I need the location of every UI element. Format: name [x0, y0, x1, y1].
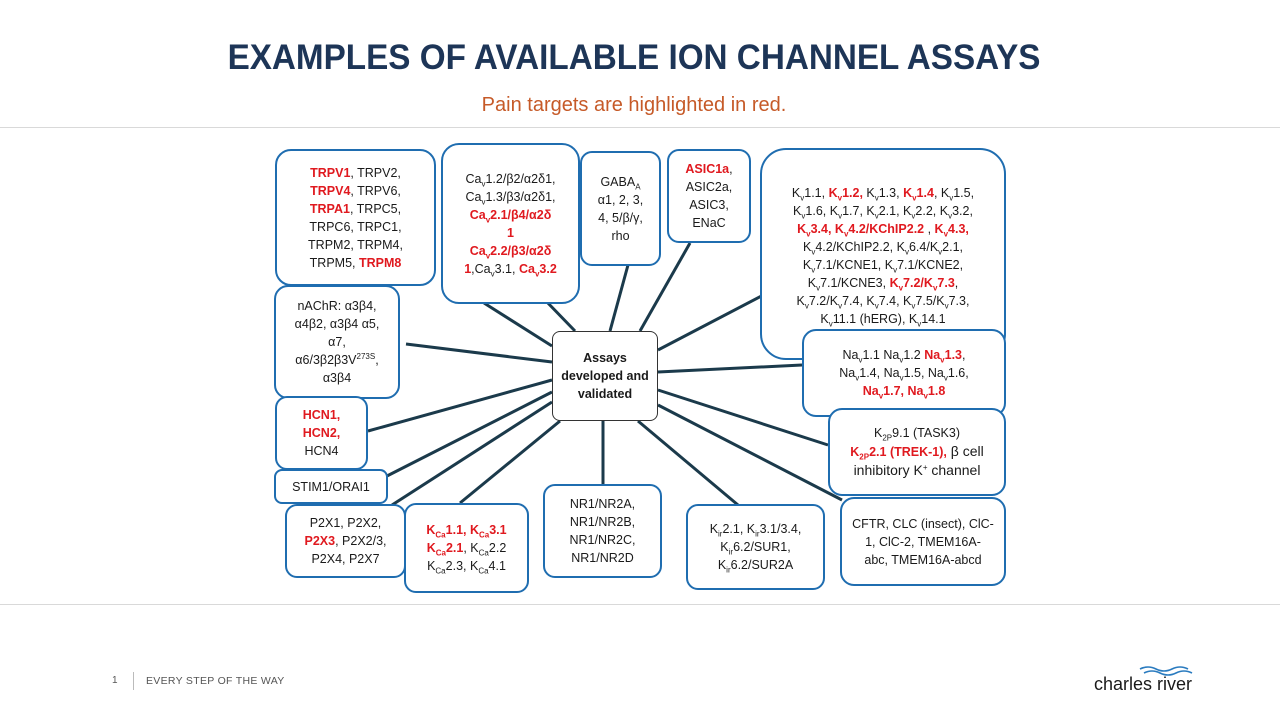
- node-kca: KCa1.1, KCa3.1 KCa2.1, KCa2.2 KCa2.3, KC…: [404, 503, 529, 593]
- node-nachr: nAChR: α3β4, α4β2, α3β4 α5, α7, α6/3β2β3…: [274, 285, 400, 399]
- charles-river-wave-icon: [1139, 666, 1193, 676]
- connector-trp: [483, 301, 553, 348]
- connector-cftr: [657, 403, 843, 502]
- node-gaba: GABAA α1, 2, 3, 4, 5/β/γ, rho: [580, 151, 661, 266]
- connector-nav: [657, 363, 803, 374]
- node-kir: Kir2.1, Kir3.1/3.4, Kir6.2/SUR1, Kir6.2/…: [686, 504, 825, 590]
- connector-stim: [384, 390, 553, 479]
- node-asic: ASIC1a, ASIC2a, ASIC3, ENaC: [667, 149, 751, 243]
- page-number: 1: [112, 675, 118, 686]
- connector-kir: [637, 419, 739, 507]
- footer-tagline: EVERY STEP OF THE WAY: [146, 675, 285, 687]
- page-title: EXAMPLES OF AVAILABLE ION CHANNEL ASSAYS: [227, 38, 1041, 77]
- connector-k2p: [657, 388, 829, 447]
- node-stim: STIM1/ORAI1: [274, 469, 388, 504]
- bottom-divider: [0, 604, 1280, 605]
- connector-asic: [638, 242, 692, 332]
- node-p2x: P2X1, P2X2, P2X3, P2X2/3, P2X4, P2X7: [285, 504, 406, 578]
- connector-kca: [459, 419, 561, 505]
- node-cav: Cav1.2/β2/α2δ1, Cav1.3/β3/α2δ1, Cav2.1/β…: [441, 143, 580, 304]
- footer-divider: [133, 672, 134, 690]
- connector-gaba: [608, 264, 630, 332]
- node-kv: Kv1.1, Kv1.2, Kv1.3, Kv1.4, Kv1.5, Kv1.6…: [760, 148, 1006, 360]
- connector-hcn: [367, 378, 553, 433]
- node-nav: Nav1.1 Nav1.2 Nav1.3, Nav1.4, Nav1.5, Na…: [802, 329, 1006, 417]
- connector-nachr: [405, 342, 553, 364]
- center-node: Assays developed and validated: [552, 331, 658, 421]
- page-subtitle: Pain targets are highlighted in red.: [481, 94, 787, 116]
- connector-p2x: [391, 400, 553, 507]
- node-trp: TRPV1, TRPV2, TRPV4, TRPV6, TRPA1, TRPC5…: [275, 149, 436, 286]
- connector-cav: [543, 298, 577, 333]
- node-cftr: CFTR, CLC (insect), ClC- 1, ClC-2, TMEM1…: [840, 497, 1006, 586]
- node-k2p: K2P9.1 (TASK3) K2P2.1 (TREK-1), β cell i…: [828, 408, 1006, 496]
- node-nmda: NR1/NR2A, NR1/NR2B, NR1/NR2C, NR1/NR2D: [543, 484, 662, 578]
- node-hcn: HCN1, HCN2, HCN4: [275, 396, 368, 470]
- charles-river-logo: charles river: [1094, 674, 1193, 694]
- top-divider: [0, 127, 1280, 128]
